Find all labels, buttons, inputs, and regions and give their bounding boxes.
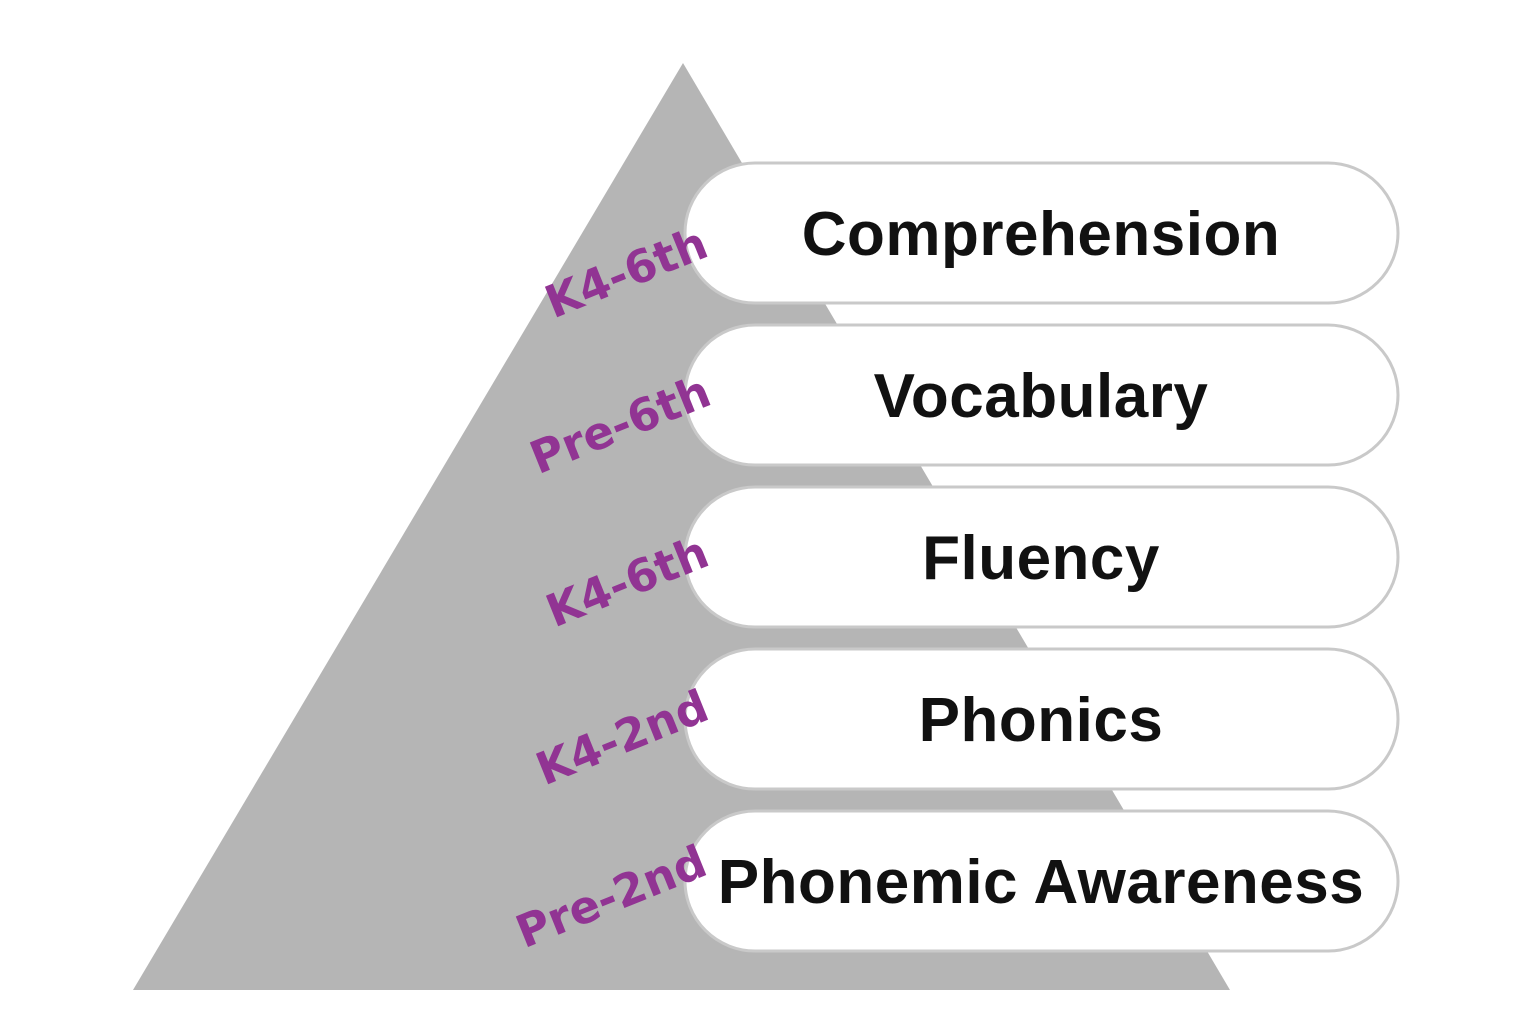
level-pill: [683, 161, 1400, 305]
level-pill: [683, 809, 1400, 953]
level-pill: [683, 485, 1400, 629]
level-pill: [683, 647, 1400, 791]
level-label: Phonemic Awareness: [718, 848, 1365, 917]
pyramid-level-5: Pre-2nd Phonemic Awareness: [509, 809, 1400, 959]
level-label: Phonics: [919, 686, 1164, 755]
pyramid-level-2: Pre-6th Vocabulary: [523, 323, 1400, 485]
level-label: Vocabulary: [874, 362, 1209, 431]
level-label: Comprehension: [802, 200, 1280, 269]
level-label: Fluency: [922, 524, 1160, 593]
level-pill: [683, 323, 1400, 467]
pyramid-level-4: K4-2nd Phonics: [529, 647, 1400, 796]
